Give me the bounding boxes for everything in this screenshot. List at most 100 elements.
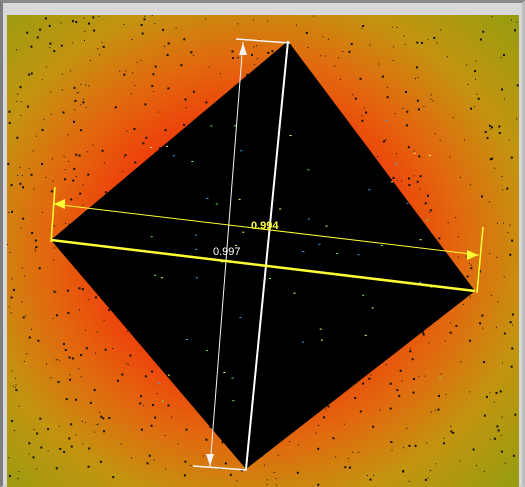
speckle [318, 425, 319, 426]
speckle [503, 222, 504, 224]
speckle [80, 376, 82, 378]
speckle [103, 430, 105, 433]
speckle [361, 119, 364, 122]
speckle [378, 63, 380, 65]
indentation-image-canvas[interactable]: 0.997 0.994 [7, 15, 519, 487]
speckle [403, 35, 405, 37]
speckle [99, 411, 100, 413]
speckle [506, 187, 509, 190]
speckle [401, 180, 403, 182]
speckle [119, 70, 121, 72]
speckle [70, 70, 72, 72]
speckle [275, 478, 277, 479]
speckle [358, 451, 360, 453]
color-speckle [168, 374, 170, 376]
speckle [305, 31, 308, 34]
speckle [486, 137, 489, 140]
speckle [84, 30, 86, 32]
speckle [62, 111, 65, 114]
speckle [470, 107, 472, 110]
vertical-diagonal-measure[interactable]: 0.997 [192, 38, 291, 471]
speckle [493, 437, 496, 440]
speckle [343, 423, 345, 425]
speckle [89, 401, 92, 404]
speckle [126, 130, 128, 132]
speckle [500, 434, 502, 436]
speckle [289, 441, 291, 443]
speckle [63, 450, 66, 453]
speckle [7, 162, 10, 165]
speckle [68, 356, 71, 359]
speckle [422, 333, 425, 336]
speckle [322, 36, 324, 38]
speckle [47, 450, 49, 452]
speckle [419, 188, 421, 190]
color-speckle [223, 372, 226, 373]
speckle [488, 124, 491, 127]
speckle [12, 288, 15, 291]
speckle [202, 455, 204, 457]
speckle [512, 324, 514, 326]
speckle [10, 296, 13, 299]
speckle [36, 135, 37, 137]
speckle [88, 85, 90, 87]
speckle [430, 94, 432, 96]
speckle [363, 107, 365, 109]
color-speckle [221, 261, 223, 263]
speckle [497, 429, 500, 432]
speckle [24, 275, 26, 277]
speckle [347, 458, 349, 459]
color-speckle [194, 234, 197, 236]
color-speckle [385, 120, 388, 122]
speckle [47, 428, 50, 431]
speckle [475, 78, 476, 80]
speckle [362, 382, 365, 385]
speckle [373, 474, 374, 476]
speckle [58, 425, 60, 427]
speckle [408, 444, 411, 447]
horizontal-diagonal-measure[interactable]: 0.994 [50, 186, 484, 294]
speckle [190, 51, 193, 54]
speckle [266, 479, 268, 481]
speckle [377, 156, 378, 158]
speckle [366, 475, 368, 477]
speckle [90, 60, 91, 61]
speckle [457, 236, 459, 238]
speckle [154, 416, 157, 419]
speckle [503, 276, 505, 278]
speckle [92, 16, 95, 19]
speckle [469, 391, 471, 393]
speckle [339, 78, 341, 80]
speckle [469, 339, 471, 342]
speckle [514, 413, 517, 416]
speckle [236, 480, 238, 482]
speckle [75, 153, 78, 156]
speckle [489, 253, 491, 254]
speckle [15, 389, 18, 392]
speckle [150, 424, 153, 427]
speckle [32, 150, 34, 152]
speckle [73, 86, 76, 89]
speckle [483, 470, 485, 472]
speckle [148, 454, 151, 457]
speckle [102, 45, 105, 48]
speckle [80, 84, 82, 86]
speckle [224, 462, 227, 465]
speckle [449, 331, 452, 334]
speckle [8, 212, 10, 213]
speckle [104, 348, 107, 351]
speckle [498, 125, 501, 128]
color-speckle [419, 239, 422, 241]
speckle [101, 41, 103, 43]
speckle [394, 113, 396, 115]
speckle [504, 462, 506, 464]
speckle [123, 156, 125, 158]
speckle [75, 434, 77, 436]
speckle [30, 45, 33, 48]
speckle [450, 425, 452, 427]
speckle [17, 478, 19, 480]
color-speckle [430, 286, 433, 288]
speckle [455, 324, 458, 327]
speckle [389, 382, 392, 385]
speckle [69, 378, 72, 381]
